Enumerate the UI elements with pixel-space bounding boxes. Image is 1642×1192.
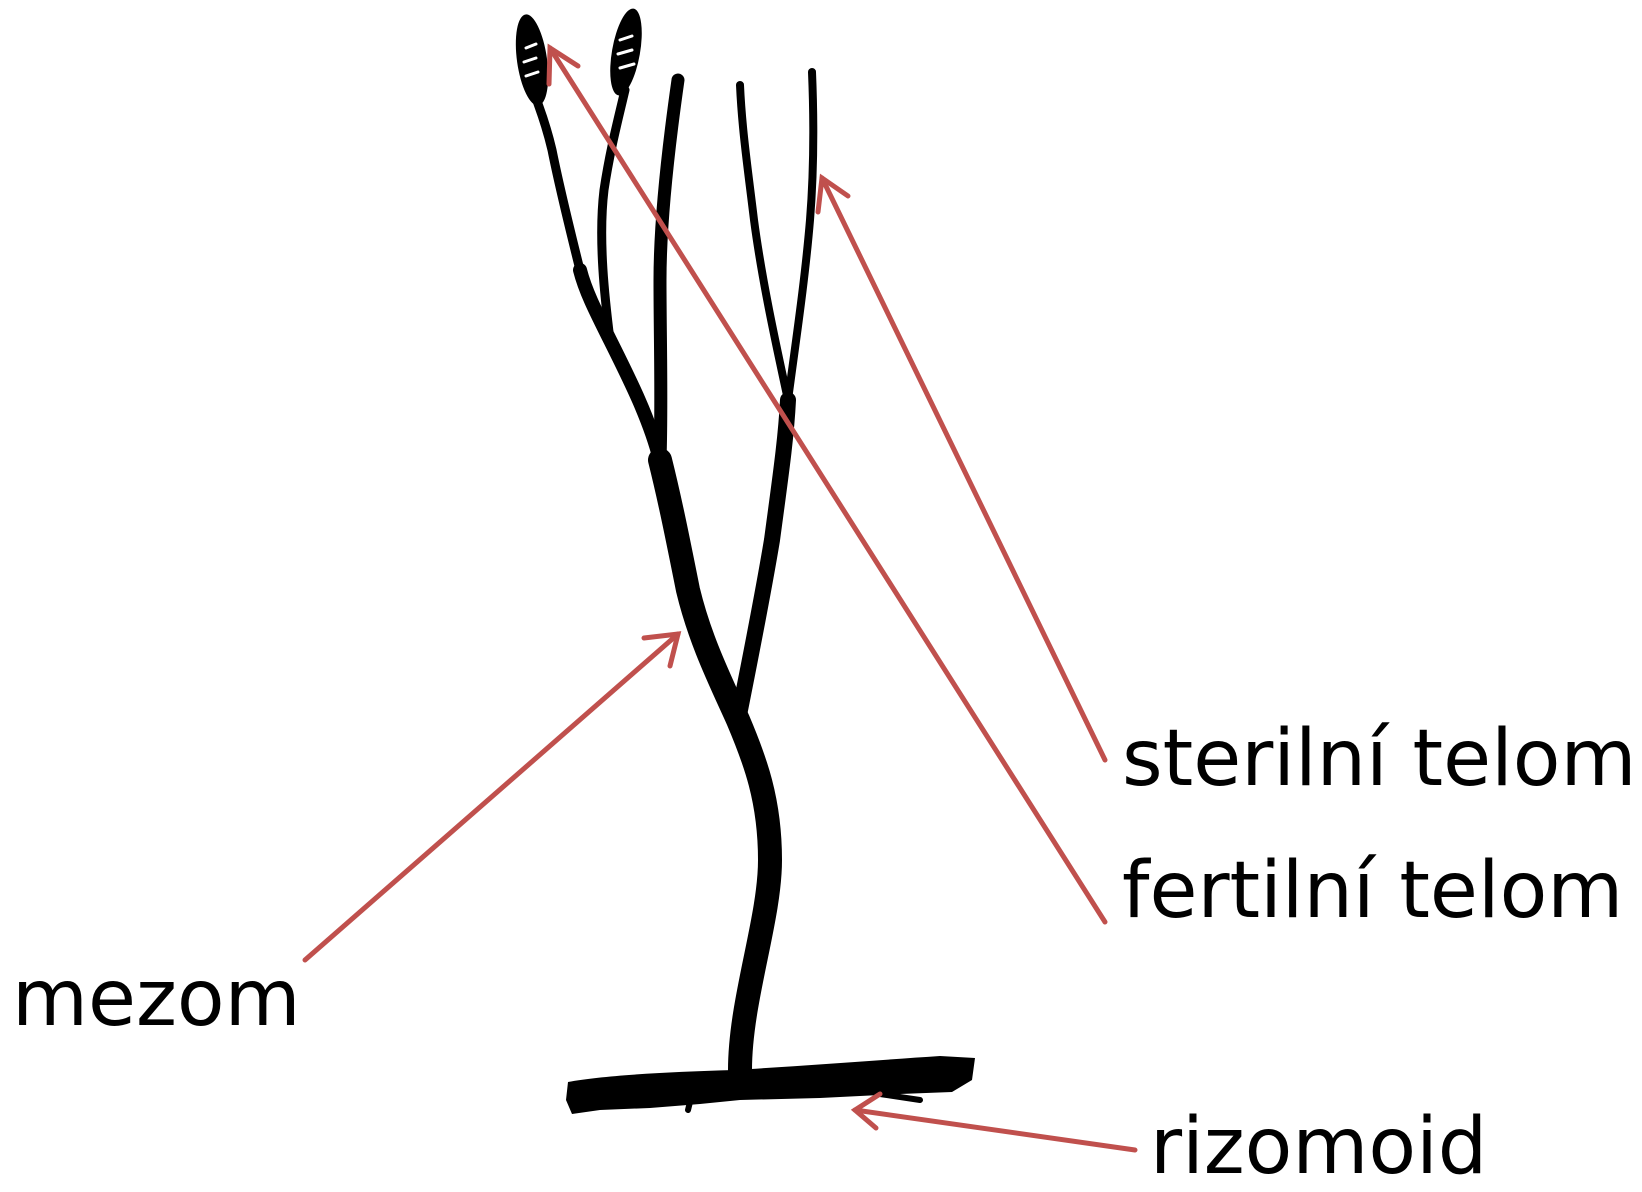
- rhizomoid-shape: [566, 1056, 975, 1114]
- rhizomoid-root-2: [880, 1094, 920, 1100]
- mesome-center-branch: [660, 80, 678, 460]
- label-rhizomoid: rizomoid: [1150, 1108, 1487, 1186]
- mesome-right-stem: [738, 400, 788, 720]
- mesome-left-branch: [580, 270, 660, 460]
- mesome-main-stem: [660, 460, 770, 1070]
- arrow-sterile-telome: [818, 178, 1105, 760]
- label-fertile-telome: fertilní telom: [1122, 852, 1623, 930]
- fertile-telome-left-stem: [535, 95, 580, 270]
- label-sterile-telome: sterilní telom: [1122, 720, 1636, 798]
- arrow-mesome: [305, 634, 678, 960]
- annotation-arrows: [305, 48, 1135, 1150]
- arrow-rhizomoid: [855, 1094, 1135, 1150]
- sterile-telome-outer: [788, 72, 813, 400]
- plant-drawing: [511, 6, 975, 1114]
- sterile-telome-inner: [740, 85, 788, 400]
- label-mesome: mezom: [12, 960, 301, 1038]
- fertile-telome-right-stem: [602, 90, 625, 340]
- rhizomoid-root-1: [688, 1102, 690, 1110]
